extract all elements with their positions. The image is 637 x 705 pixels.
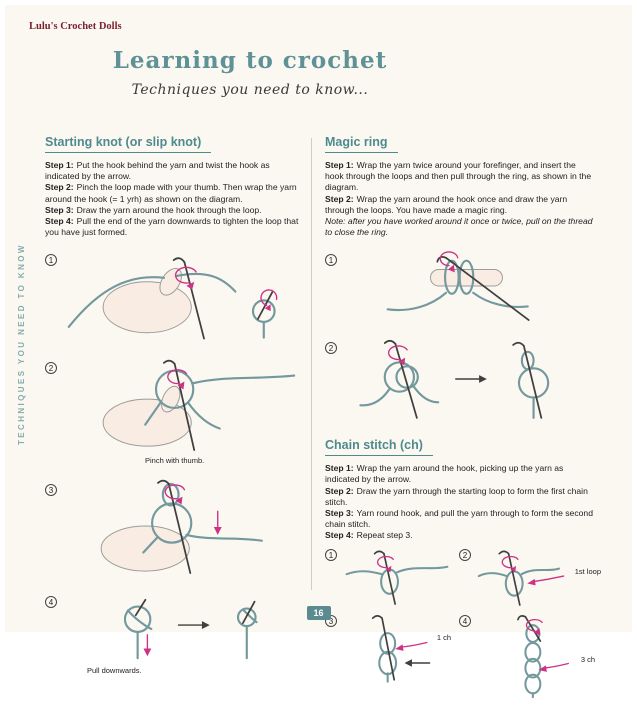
slip-knot-illustration-1 — [67, 257, 278, 340]
three-ch-label: 3 ch — [580, 655, 595, 665]
chain-illustration-3 — [371, 615, 431, 684]
sidebar-vertical-text: TECHNIQUES YOU NEED TO KNOW — [17, 243, 26, 445]
figure-number-badge: 4 — [45, 596, 57, 609]
chain-stitch-step-1: Step 1:Wrap the yarn around the hook, pi… — [325, 463, 593, 485]
magic-ring-heading: Magic ring — [325, 135, 398, 153]
chain-stitch-figures: 1 2 — [325, 547, 601, 705]
slip-knot-figure-1: 1 — [45, 248, 303, 346]
step-label: Step 3: — [45, 204, 74, 215]
magic-ring-figure-1: 1 — [325, 248, 593, 326]
step-text: Draw the yarn through the starting loop … — [325, 485, 588, 507]
chain-figure-1: 1 — [325, 547, 453, 611]
chain-figure-2: 2 1st loop — [459, 547, 601, 611]
one-ch-label: 1 ch — [436, 633, 451, 643]
section-chain-stitch: Chain stitch (ch) Step 1:Wrap the yarn a… — [325, 436, 601, 705]
step-label: Step 1: — [325, 160, 354, 170]
slip-knot-illustration-4 — [123, 599, 258, 660]
step-text: Yarn round hook, and pull the yarn throu… — [325, 507, 593, 530]
step-label: Step 2: — [325, 193, 354, 204]
page-number: 16 — [306, 606, 331, 620]
step-text: Wrap the yarn twice around your forefing… — [325, 160, 592, 193]
section-slip-knot: Starting knot (or slip knot) Step 1:Put … — [45, 133, 303, 682]
step-label: Step 3: — [325, 507, 354, 518]
figure-number-badge: 1 — [45, 254, 57, 267]
first-loop-label: 1st loop — [574, 567, 601, 577]
step-text: Wrap the yarn around the hook, picking u… — [325, 463, 564, 485]
slip-knot-step-4: Step 4:Pull the end of the yarn downward… — [45, 216, 303, 238]
step-label: Step 1: — [45, 160, 74, 170]
figure-number-badge: 2 — [325, 342, 337, 355]
magic-ring-illustration-2 — [359, 340, 550, 420]
chain-stitch-step-3: Step 3:Yarn round hook, and pull the yar… — [325, 508, 593, 530]
book-page: Lulu's Crochet Dolls Learning to crochet… — [5, 5, 632, 699]
slip-knot-figure-3: 3 — [45, 478, 303, 580]
chain-illustration-1 — [345, 550, 449, 606]
pull-caption: Pull downwards. — [87, 666, 142, 676]
figure-number-badge: 2 — [459, 549, 471, 562]
right-column: Magic ring Step 1:Wrap the yarn twice ar… — [325, 133, 601, 705]
book-title: Lulu's Crochet Dolls — [29, 21, 122, 32]
figure-number-badge: 3 — [45, 484, 57, 497]
step-label: Step 4: — [325, 530, 354, 541]
slip-knot-heading: Starting knot (or slip knot) — [45, 135, 212, 153]
step-label: Step 1: — [325, 463, 354, 474]
figure-number-badge: 1 — [325, 254, 337, 267]
chain-figure-4: 4 3 ch — [459, 613, 601, 705]
page-subtitle: Techniques you need to know... — [131, 82, 369, 98]
pinch-caption: Pinch with thumb. — [145, 456, 205, 466]
figure-number-badge: 4 — [459, 615, 471, 628]
figure-number-badge: 2 — [45, 362, 57, 375]
step-text: Wrap the yarn around the hook once and d… — [325, 193, 568, 215]
figure-number-badge: 3 — [325, 615, 337, 628]
chain-figure-3: 3 1 ch — [325, 613, 453, 691]
magic-ring-step-1: Step 1:Wrap the yarn twice around your f… — [325, 160, 593, 194]
left-column: Starting knot (or slip knot) Step 1:Put … — [45, 133, 303, 682]
magic-ring-note: Note: after you have worked around it on… — [325, 215, 593, 238]
magic-ring-step-2: Step 2:Wrap the yarn around the hook onc… — [325, 194, 593, 216]
step-label: Step 2: — [325, 485, 354, 496]
page-title: Learning to crochet — [112, 47, 388, 74]
slip-knot-step-1: Step 1:Put the hook behind the yarn and … — [45, 160, 303, 182]
chain-stitch-step-4: Step 4:Repeat step 3. — [325, 530, 593, 541]
slip-knot-illustration-2 — [102, 359, 296, 452]
step-label: Step 4: — [45, 215, 74, 226]
step-text: Pinch the loop made with your thumb. The… — [45, 182, 297, 204]
figure-number-badge: 1 — [325, 549, 337, 562]
magic-ring-figure-2: 2 — [325, 336, 593, 426]
page-header: Learning to crochet Techniques you need … — [5, 47, 495, 98]
slip-knot-illustration-3 — [100, 480, 263, 575]
step-text: Draw the yarn around the hook through th… — [76, 204, 262, 215]
slip-knot-step-2: Step 2:Pinch the loop made with your thu… — [45, 182, 303, 204]
column-divider — [311, 138, 312, 590]
step-text: Repeat step 3. — [356, 530, 413, 541]
step-text: Pull the end of the yarn downwards to ti… — [45, 215, 299, 238]
chain-stitch-heading: Chain stitch (ch) — [325, 438, 433, 457]
magic-ring-illustration-1 — [386, 251, 530, 322]
section-magic-ring: Magic ring Step 1:Wrap the yarn twice ar… — [325, 133, 593, 426]
step-label: Step 2: — [45, 182, 74, 193]
slip-knot-figure-4: 4 Pull downwards. — [45, 590, 303, 682]
chain-illustration-2 — [477, 550, 565, 607]
chain-stitch-step-2: Step 2:Draw the yarn through the startin… — [325, 486, 593, 508]
slip-knot-step-3: Step 3:Draw the yarn around the hook thr… — [45, 205, 303, 216]
step-text: Put the hook behind the yarn and twist t… — [45, 160, 270, 182]
slip-knot-figure-2: 2 Pinch with thumb. — [45, 356, 303, 468]
